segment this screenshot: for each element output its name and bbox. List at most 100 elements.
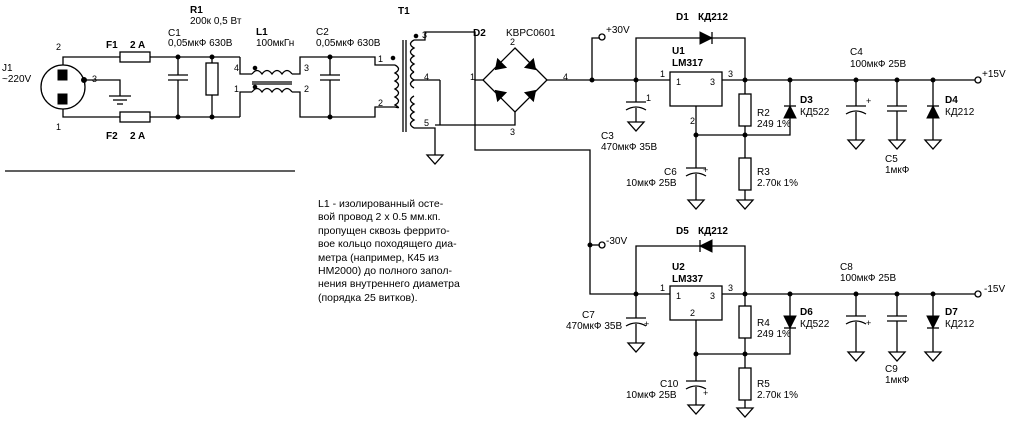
c1-value: 0,05мкФ 630В [168,38,233,49]
wire-live [62,56,120,65]
d4-ref: D4 [945,95,958,106]
resistor-r1: R1 200к 0,5 Вт [190,5,242,120]
r1-ref: R1 [190,5,203,16]
d5-ref: D5 [676,226,689,237]
j1-pin-2: 2 [56,42,61,52]
diode-d4: D4 КД212 [923,80,975,150]
wire-earth [84,79,121,96]
capacitor-c4: + C4 100мкФ 25В [845,47,906,150]
c7-ref: C7 [582,310,595,321]
neg30v-label: -30V [606,236,627,247]
f1-ref: F1 [106,40,118,51]
diode-d6: D6 КД522 [696,294,830,355]
note-line: НМ2000) до полного запол- [318,265,452,278]
resistor-r2: R2 249 1% [738,80,791,152]
pos15v-label: +15V [982,69,1006,80]
pos30v-label: +30V [606,25,630,36]
diode-d3: D3 КД522 [696,80,830,136]
c9-value: 1мкФ [885,375,910,386]
d2-pin-4: 4 [563,72,568,82]
r5-value: 2.70к 1% [757,390,798,401]
ground-t1 [425,154,445,165]
diode-d5: D5 КД212 [635,226,746,294]
j1-value: ~220V [2,74,32,85]
d7-ref: D7 [945,307,958,318]
capacitor-c7: + C7 470мкФ 35В [566,291,649,353]
u1-label-1: 1 [660,69,665,79]
u2-pin-out: 3 [710,291,715,301]
t1-pin-4: 4 [424,72,429,82]
d2-value: KBPC0601 [506,28,556,39]
capacitor-c9: C9 1мкФ [885,294,910,386]
d5-value: КД212 [698,226,728,237]
r3-value: 2.70к 1% [757,178,798,189]
bridge-rectifier-d2: D2 KBPC0601 1 2 3 4 [435,28,568,137]
net-pos15v: +15V [974,69,1006,84]
regulator-u2: U2 LM337 1 3 2 1 3 [660,262,745,354]
l1-pin-4: 4 [234,63,239,73]
l1-winding-note: L1 - изолированный осте- вой провод 2 х … [318,198,494,305]
net-pos30v: +30V [589,25,630,83]
u1-pin-in: 1 [676,77,681,87]
earth-ground-symbol [109,95,131,105]
t1-ref: T1 [398,6,410,17]
l1-ref: L1 [256,27,268,38]
regulator-u1: U1 LM317 1 3 2 1 3 [660,46,745,135]
d1-ref: D1 [676,12,689,23]
net-neg30v: -30V [587,236,627,249]
u1-label-3: 3 [728,69,733,79]
u2-label-3: 3 [728,283,733,293]
u1-ref: U1 [672,46,685,57]
c10-value: 10мкФ 25В [626,390,677,401]
d2-ref: D2 [473,28,486,39]
note-line: метра (например, К45 из [318,251,439,264]
d6-value: КД522 [800,319,830,330]
j1-pin-3: 3 [92,74,97,84]
note-line: (порядка 25 витков). [318,291,418,304]
u2-pin-in: 1 [676,291,681,301]
c2-value: 0,05мкФ 630В [316,38,381,49]
c4-ref: C4 [850,47,863,58]
diode-d1: D1 КД212 [635,12,746,80]
capacitor-c3: 1 C3 470мкФ 35В [601,77,657,153]
l1-value: 100мкГн [256,38,294,49]
u2-value: LM337 [672,274,704,285]
d2-pin-1: 1 [470,72,475,82]
d2-pin-3: 3 [510,127,515,137]
wire-neg-rail [474,80,670,295]
c5-value: 1мкФ [885,165,910,176]
d6-ref: D6 [800,307,813,318]
c5-ref: C5 [885,154,898,165]
d7-value: КД212 [945,319,975,330]
c3-pin: 1 [646,93,651,103]
r1-value: 200к 0,5 Вт [190,16,242,27]
d1-value: КД212 [698,12,728,23]
l1-pin-2: 2 [304,84,309,94]
t1-pin-3: 3 [422,30,427,40]
c6-ref: C6 [664,167,677,178]
c2-ref: C2 [316,27,329,38]
r2-ref: R2 [757,108,770,119]
c6-plus: + [703,165,708,175]
c10-plus: + [703,388,708,398]
u2-label-1: 1 [660,283,665,293]
diode-d7: D7 КД212 [923,294,975,362]
wire-t1-primary-top [330,56,395,66]
c10-ref: C10 [660,379,679,390]
c8-value: 100мкФ 25В [840,273,896,284]
j1-ref: J1 [2,63,13,74]
u2-pin-adj: 2 [690,308,695,318]
c4-value: 100мкФ 25В [850,59,906,70]
f2-value: 2 A [130,131,145,142]
note-line: вое кольцо походящего диа- [318,238,457,251]
capacitor-c5: C5 1мкФ [885,80,910,176]
neg15v-label: -15V [984,284,1005,295]
wire-neutral [62,109,120,118]
f2-ref: F2 [106,131,118,142]
net-neg15v: -15V [974,284,1005,298]
c9-ref: C9 [885,364,898,375]
c8-ref: C8 [840,262,853,273]
r4-value: 249 1% [757,329,791,340]
j1-pin-1: 1 [56,122,61,132]
